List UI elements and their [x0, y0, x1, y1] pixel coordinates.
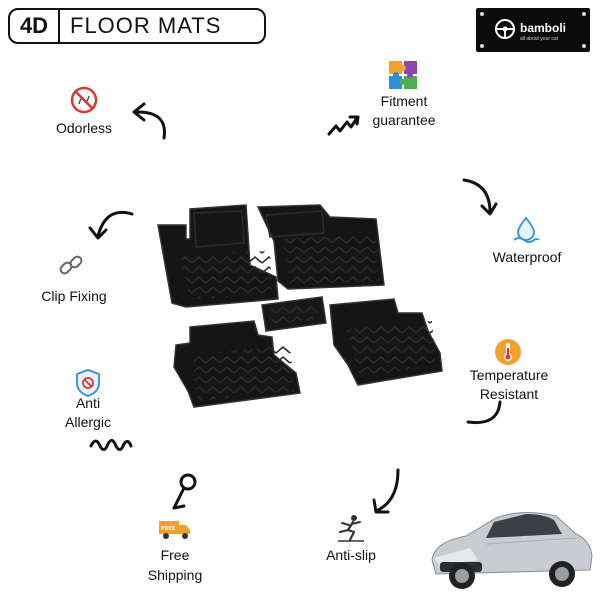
feature-anti-allergic-line2: Allergic: [65, 414, 111, 430]
rear-right-mat: [329, 298, 443, 386]
chain-link-icon: [59, 255, 83, 275]
feature-anti-slip: Anti-slip: [326, 547, 376, 563]
brand-name: bamboli: [520, 21, 567, 35]
curved-arrow-icon: [462, 178, 498, 216]
delivery-truck-icon: FREE: [159, 521, 190, 539]
no-odor-icon: [70, 86, 98, 114]
car-image: [431, 512, 593, 589]
rear-left-mat: [173, 320, 301, 408]
curved-arrow-icon: [132, 102, 166, 140]
feature-odorless: Odorless: [55, 120, 113, 136]
svg-text:FREE: FREE: [161, 526, 176, 532]
feature-clip-fixing: Clip Fixing: [41, 288, 107, 304]
shield-icon: [76, 369, 100, 397]
squiggle-arrow-icon: [89, 439, 133, 451]
feature-free-shipping-line1: Free: [160, 547, 190, 563]
brand-logo: bamboli all about your car: [476, 8, 590, 52]
slipping-person-icon: [338, 515, 364, 542]
puzzle-icon: [389, 61, 417, 89]
thermometer-icon: [495, 339, 521, 365]
feature-fitment-line2: guarantee: [372, 112, 436, 128]
curved-arrow-icon: [372, 468, 400, 514]
feature-free-shipping-line2: Shipping: [147, 567, 203, 583]
badge-prefix: 4D: [10, 10, 60, 42]
product-title-badge: 4D FLOOR MATS: [8, 8, 266, 44]
floor-mats-image: [157, 204, 443, 408]
feature-fitment-line1: Fitment: [380, 93, 428, 109]
feature-anti-allergic-line1: Anti: [75, 395, 101, 411]
brand-tagline: all about your car: [520, 36, 559, 42]
front-right-mat: [256, 204, 385, 290]
feature-waterproof: Waterproof: [492, 249, 562, 265]
page-title: FLOOR MATS: [70, 13, 222, 38]
feature-temperature-line1: Temperature: [469, 367, 549, 383]
loop-arrow-icon: [172, 473, 197, 510]
feature-temperature-line2: Resistant: [479, 386, 539, 402]
curved-arrow-icon: [88, 210, 134, 240]
water-drop-icon: [513, 216, 540, 243]
front-left-mat: [157, 204, 279, 308]
curved-arrow-icon: [466, 400, 502, 425]
steering-wheel-icon: [495, 19, 515, 39]
center-hump-mat: [261, 296, 327, 332]
squiggle-arrow-icon: [327, 115, 360, 136]
